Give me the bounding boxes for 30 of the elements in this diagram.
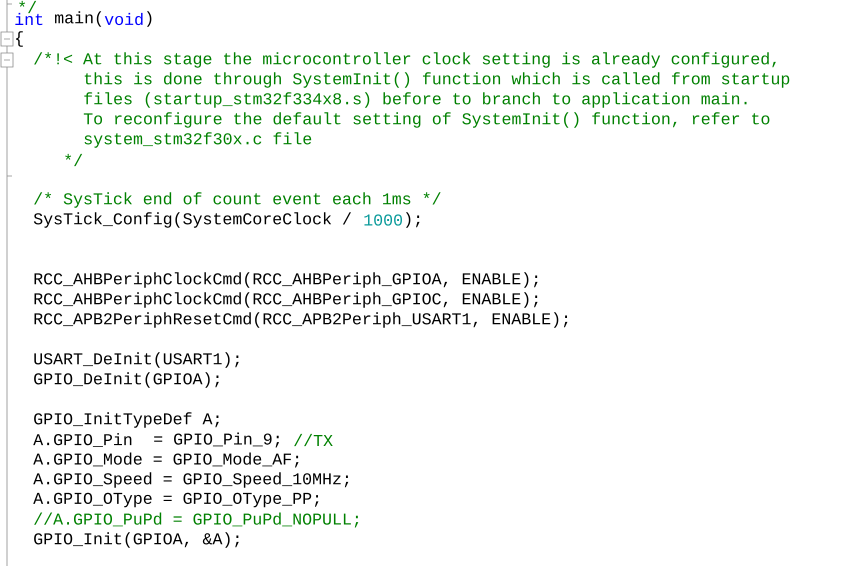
code-text: main( bbox=[55, 11, 102, 27]
code-text: GPIO_InitTypeDef A; bbox=[34, 412, 219, 428]
number-literal: 1000 bbox=[364, 214, 402, 226]
code-text: A.GPIO_Mode = GPIO_Mode_AF; bbox=[33, 452, 299, 468]
code-comment: /*!< At this stage the microcontroller clock setting is already configured, bbox=[34, 52, 776, 68]
code-text: SysTick_Config(SystemCoreClock / bbox=[34, 212, 351, 228]
code-comment: */ bbox=[65, 154, 82, 166]
code-comment: this is done through SystemInit() function which is called from startup bbox=[84, 72, 790, 88]
code-text: RCC_AHBPeriphClockCmd(RCC_AHBPeriph_GPIOA, ENABLE); bbox=[34, 272, 538, 288]
code-text: USART_DeInit(USART1); bbox=[34, 352, 239, 368]
code-text: RCC_APB2PeriphResetCmd(RCC_APB2Periph_USART1, ENABLE); bbox=[34, 312, 568, 328]
keyword: void bbox=[104, 12, 143, 26]
code-comment: To reconfigure the default setting of SystemInit() function, refer to bbox=[84, 112, 770, 128]
code-text: GPIO_Init(GPIOA, &A); bbox=[34, 532, 239, 548]
code-text: ) bbox=[146, 11, 152, 27]
keyword: int bbox=[15, 12, 42, 26]
code-comment: system_stm32f30x.c file bbox=[84, 132, 312, 148]
code-comment: /* SysTick end of count event each 1ms */ bbox=[34, 192, 441, 208]
code-comment: files (startup_stm32f334x8.s) before to branch to application main. bbox=[84, 92, 746, 108]
code-comment: //A.GPIO_PuPd = GPIO_PuPd_NOPULL; bbox=[34, 512, 358, 528]
code-text: A.GPIO_Pin bbox=[33, 433, 132, 447]
code-comment: //TX bbox=[294, 434, 333, 446]
code-text: RCC_AHBPeriphClockCmd(RCC_AHBPeriph_GPIOC, ENABLE); bbox=[34, 292, 538, 308]
code-text: A.GPIO_Speed = GPIO_Speed_10MHz; bbox=[33, 472, 348, 488]
code-comment: */ bbox=[19, 0, 36, 14]
code-text: A.GPIO_OType = GPIO_OType_PP; bbox=[33, 492, 318, 508]
code-text: = GPIO_Pin_9; bbox=[154, 432, 280, 448]
code-text: ); bbox=[406, 212, 420, 228]
code-text: { bbox=[16, 31, 23, 47]
code-text: GPIO_DeInit(GPIOA); bbox=[34, 372, 219, 388]
